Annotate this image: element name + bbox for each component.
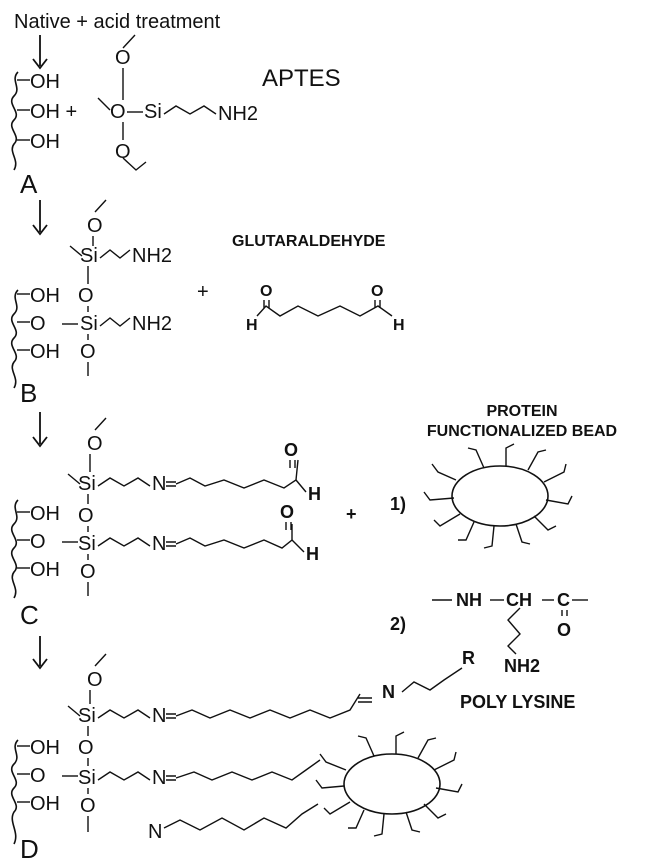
d-si-bottom: Si [78, 767, 96, 789]
d-n-bottom: N [152, 767, 166, 789]
stage-b-label: B [20, 378, 37, 408]
aptes-o-bottom: O [115, 141, 131, 163]
arrow-to-d [32, 636, 48, 670]
o-c2: O [30, 531, 46, 553]
o-d2: O [30, 765, 46, 787]
b-si-top: Si [80, 245, 98, 267]
pl-o: O [557, 620, 571, 640]
arrow-to-b [32, 200, 48, 236]
oh-a1: OH [30, 71, 60, 93]
arrow-to-a [32, 35, 48, 70]
b-nh2-top: NH2 [132, 245, 172, 267]
c-h-top-aldehyde: H [308, 484, 321, 504]
pl-c: C [557, 590, 570, 610]
pl-nh2: NH2 [504, 656, 540, 676]
oh-c1: OH [30, 503, 60, 525]
c-o-top-aldehyde: O [284, 440, 298, 460]
option-1: 1) [390, 494, 406, 514]
b-o-bottom: O [80, 341, 96, 363]
aptes-label: APTES [262, 65, 341, 92]
oh-a3: OH [30, 131, 60, 153]
b-o-top: O [87, 215, 103, 237]
pl-ch: CH [506, 590, 532, 610]
bound-bead [315, 731, 463, 837]
ga-h-left: H [246, 317, 258, 334]
d-n-lower: N [148, 821, 162, 843]
plus-c: + [346, 504, 357, 524]
c-o-bridge: O [78, 505, 94, 527]
d-o-bottom: O [80, 795, 96, 817]
protein-label: PROTEIN [486, 403, 557, 420]
plus-b: + [197, 281, 209, 303]
d-o-top: O [87, 669, 103, 691]
aptes-si: Si [144, 101, 162, 123]
stage-c-label: C [20, 600, 39, 630]
stage-c-surface [10, 499, 30, 599]
glutaraldehyde-molecule: O H O H [246, 283, 405, 334]
c-o-top: O [87, 433, 103, 455]
native-acid-treatment-label: Native + acid treatment [14, 11, 221, 33]
glutaraldehyde-label: GLUTARALDEHYDE [232, 233, 386, 250]
option-2: 2) [390, 614, 406, 634]
stage-a-label: A [20, 169, 38, 199]
stage-a-surface [10, 71, 30, 171]
oh-b3: OH [30, 341, 60, 363]
stage-d-label: D [20, 834, 39, 862]
o-b2: O [30, 313, 46, 335]
b-si-bottom: Si [80, 313, 98, 335]
d-r-group: R [462, 648, 475, 668]
arrow-to-c [32, 412, 48, 448]
oh-b1: OH [30, 285, 60, 307]
d-si-top: Si [78, 705, 96, 727]
ga-o-right: O [371, 283, 383, 300]
silane-b: O Si NH2 O Si NH2 O [62, 199, 172, 376]
c-n-top: N [152, 473, 166, 495]
b-o-bridge: O [78, 285, 94, 307]
aptes-nh2: NH2 [218, 103, 258, 125]
oh-d1: OH [30, 737, 60, 759]
d-n-amine: N [382, 682, 395, 702]
silane-c: O Si N O Si N O [62, 417, 307, 596]
stage-b-surface [10, 289, 30, 389]
c-o-bottom-aldehyde: O [280, 502, 294, 522]
pl-nh: NH [456, 590, 482, 610]
stage-d-surface [10, 739, 30, 845]
oh-d3: OH [30, 793, 60, 815]
ga-h-right: H [393, 317, 405, 334]
c-o-bottom: O [80, 561, 96, 583]
d-n-top: N [152, 705, 166, 727]
ga-o-left: O [260, 283, 272, 300]
aptes-molecule: O O Si O NH2 [97, 34, 258, 171]
b-nh2-bottom: NH2 [132, 313, 172, 335]
c-n-bottom: N [152, 533, 166, 555]
protein-bead [423, 443, 573, 549]
functionalized-bead-label: FUNCTIONALIZED BEAD [427, 423, 617, 440]
oh-a2: OH + [30, 101, 77, 123]
c-si-bottom: Si [78, 533, 96, 555]
aptes-o-top: O [115, 47, 131, 69]
silane-d: O Si N O Si N O N N R [62, 648, 475, 843]
c-si-top: Si [78, 473, 96, 495]
oh-c3: OH [30, 559, 60, 581]
c-h-bottom-aldehyde: H [306, 544, 319, 564]
poly-lysine-label: POLY LYSINE [460, 692, 575, 712]
d-o-bridge: O [78, 737, 94, 759]
aptes-o-left: O [110, 101, 126, 123]
poly-lysine-molecule [432, 599, 588, 655]
